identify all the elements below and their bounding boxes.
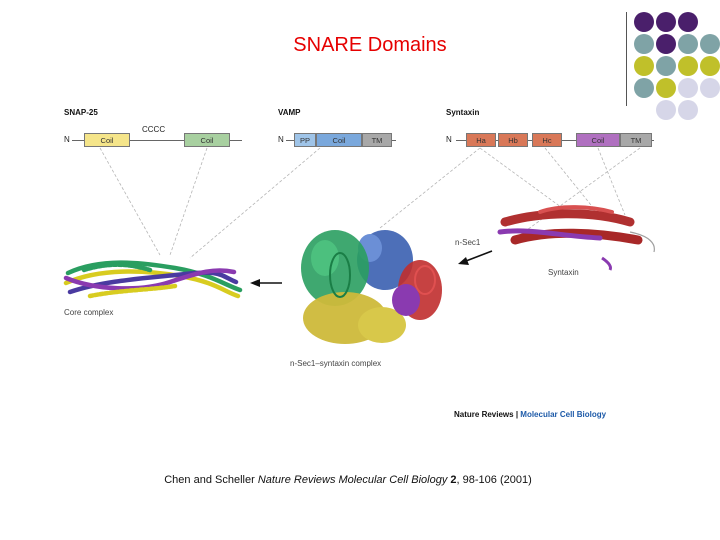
core-complex-label: Core complex [64, 308, 113, 317]
citation-authors: Chen and Scheller [164, 474, 255, 486]
syntaxin-structure-label: Syntaxin [548, 268, 579, 277]
credit-part2: Molecular Cell Biology [520, 410, 606, 419]
syntaxin-structure [500, 207, 654, 270]
credit-part1: Nature Reviews [454, 410, 514, 419]
core-complex-structure [66, 263, 240, 296]
citation-pages-year: , 98-106 (2001) [457, 474, 532, 486]
citation-journal: Nature Reviews Molecular Cell Biology [258, 474, 448, 486]
nsec1-syntaxin-complex-label: n-Sec1–syntaxin complex [290, 359, 381, 368]
journal-credit: Nature Reviews | Molecular Cell Biology [454, 410, 606, 419]
nsec1-label: n-Sec1 [455, 238, 480, 247]
citation: Chen and Scheller Nature Reviews Molecul… [0, 474, 696, 486]
nsec1-syntaxin-complex-structure [301, 230, 442, 344]
